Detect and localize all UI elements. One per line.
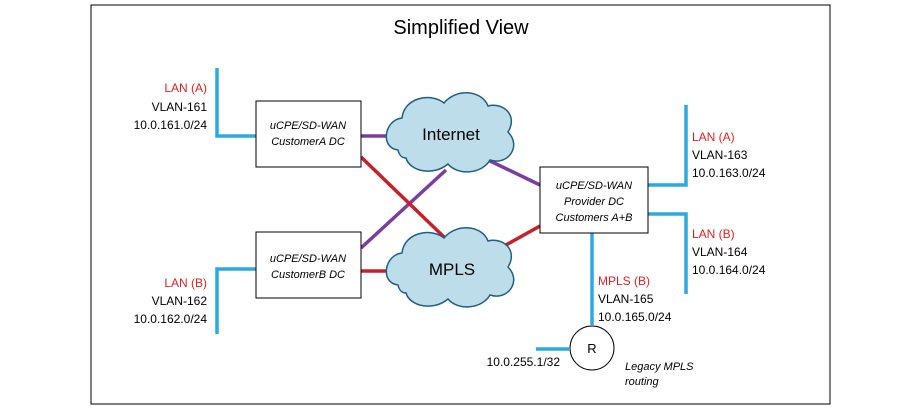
customer-b-line1: uCPE/SD-WAN [270, 253, 346, 265]
internet-cloud-label: Internet [422, 125, 480, 144]
lan-b-left-name: LAN (B) [164, 276, 207, 290]
mpls-cloud: MPLS [385, 227, 515, 308]
provider-box [539, 166, 649, 234]
lan-b-left-vlan: VLAN-162 [152, 294, 208, 308]
internet-cloud-shape [385, 92, 515, 173]
router: R [569, 325, 615, 371]
mpls-b-label: MPLS (B) VLAN-165 10.0.165.0/24 [598, 274, 672, 324]
provider-device: uCPE/SD-WAN Provider DC Customers A+B [539, 166, 649, 234]
lan-a-right-name: LAN (A) [692, 130, 735, 144]
lan-b-right-subnet: 10.0.164.0/24 [692, 263, 766, 277]
lan-a-right-subnet: 10.0.163.0/24 [692, 166, 766, 180]
mpls-cloud-label: MPLS [429, 260, 475, 279]
router-label: R [587, 341, 596, 356]
lan-b-left-subnet: 10.0.162.0/24 [134, 312, 208, 326]
customer-a-box [255, 100, 362, 168]
customer-a-line1: uCPE/SD-WAN [270, 120, 346, 132]
lan-a-left-vlan: VLAN-161 [152, 100, 208, 114]
lan-a-left-label: LAN (A) VLAN-161 10.0.161.0/24 [134, 81, 208, 132]
router-address: 10.0.255.1/32 [487, 355, 561, 369]
provider-line3: Customers A+B [556, 212, 633, 224]
lan-b-right-label: LAN (B) VLAN-164 10.0.164.0/24 [692, 227, 766, 277]
customer-a-mpls-link [359, 155, 446, 239]
mpls-cloud-shape [385, 227, 515, 308]
provider-line1: uCPE/SD-WAN [556, 180, 632, 192]
internet-cloud: Internet [385, 92, 515, 173]
customer-b-internet-link [359, 168, 448, 250]
customer-a-device: uCPE/SD-WAN CustomerA DC [255, 100, 362, 168]
router-circle [569, 325, 615, 371]
mpls-b-subnet: 10.0.165.0/24 [598, 310, 672, 324]
mpls-b-vlan: VLAN-165 [598, 292, 654, 306]
provider-internet-link [487, 158, 541, 187]
lan-b-left-label: LAN (B) VLAN-162 10.0.162.0/24 [134, 276, 208, 326]
lan-a-left-line [215, 68, 256, 138]
diagram-title: Simplified View [393, 17, 529, 39]
customer-a-line2: CustomerA DC [271, 136, 345, 148]
lan-a-right-vlan: VLAN-163 [692, 148, 748, 162]
lan-a-right-line [648, 105, 688, 187]
lan-b-right-line [648, 212, 688, 294]
router-note-line2: routing [625, 376, 660, 388]
lan-a-right-label: LAN (A) VLAN-163 10.0.163.0/24 [692, 130, 766, 180]
lan-a-left-name: LAN (A) [164, 81, 207, 95]
customer-b-box [255, 231, 362, 299]
lan-b-right-name: LAN (B) [692, 227, 735, 241]
provider-line2: Provider DC [564, 196, 624, 208]
diagram-frame [90, 4, 831, 405]
lan-lines [215, 68, 688, 351]
lan-a-left-subnet: 10.0.161.0/24 [134, 118, 208, 132]
lan-b-right-vlan: VLAN-164 [692, 245, 748, 259]
router-note-line1: Legacy MPLS [625, 361, 694, 373]
customer-b-device: uCPE/SD-WAN CustomerB DC [255, 231, 362, 299]
customer-b-line2: CustomerB DC [271, 269, 345, 281]
mpls-b-name: MPLS (B) [598, 274, 650, 288]
lan-b-left-line [215, 267, 256, 334]
